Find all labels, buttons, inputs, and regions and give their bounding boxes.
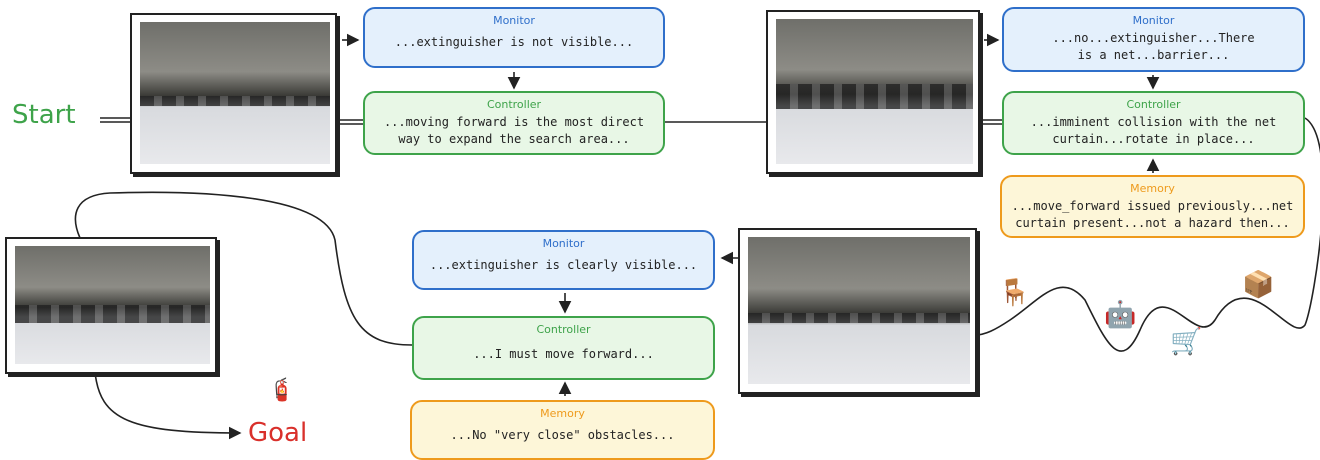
controller-text: ...I must move forward... (473, 347, 654, 361)
monitor-box-2: Monitor ...no...extinguisher...There is a… (1002, 7, 1305, 72)
controller-title: Controller (1126, 98, 1181, 111)
monitor-box-1: Monitor ...extinguisher is not visible... (363, 7, 665, 68)
monitor-box-3: Monitor ...extinguisher is clearly visibl… (412, 230, 715, 290)
camera-frame-4 (5, 237, 217, 374)
controller-box-2: Controller ...imminent collision with the… (1002, 91, 1305, 155)
memory-title: Memory (540, 407, 585, 420)
camera-frame-2 (766, 10, 980, 174)
controller-box-3: Controller ...I must move forward... (412, 316, 715, 380)
monitor-text: ...extinguisher is clearly visible... (429, 258, 698, 272)
monitor-title: Monitor (542, 237, 585, 250)
monitor-title: Monitor (1132, 14, 1175, 27)
memory-box-2: Memory ...move_forward issued previously.… (1000, 175, 1305, 238)
camera-frame-3 (738, 228, 977, 394)
monitor-text: ...extinguisher is not visible... (394, 35, 634, 49)
start-label: Start (12, 100, 76, 130)
monitor-title: Monitor (493, 14, 535, 27)
monitor-text: ...no...extinguisher...There is a net...… (1052, 31, 1255, 62)
cart-icon: 🛒 (1170, 327, 1203, 357)
controller-text: ...imminent collision with the net curta… (1030, 115, 1277, 146)
controller-text: ...moving forward is the most direct way… (383, 115, 645, 146)
fire-extinguisher-icon: 🧯 (268, 378, 296, 403)
robot-icon: 🤖 (1104, 300, 1137, 330)
controller-title: Controller (536, 323, 591, 336)
camera-frame-1 (130, 13, 337, 174)
box-icon: 📦 (1242, 270, 1275, 300)
controller-box-1: Controller ...moving forward is the most … (363, 91, 665, 155)
memory-text: ...move_forward issued previously...net … (1011, 199, 1294, 230)
memory-box-3: Memory ...No "very close" obstacles... (410, 400, 715, 460)
memory-title: Memory (1130, 182, 1175, 195)
memory-text: ...No "very close" obstacles... (450, 428, 675, 442)
goal-label: Goal (248, 418, 308, 448)
chair-icon: 🪑 (998, 278, 1031, 308)
controller-title: Controller (486, 98, 542, 111)
